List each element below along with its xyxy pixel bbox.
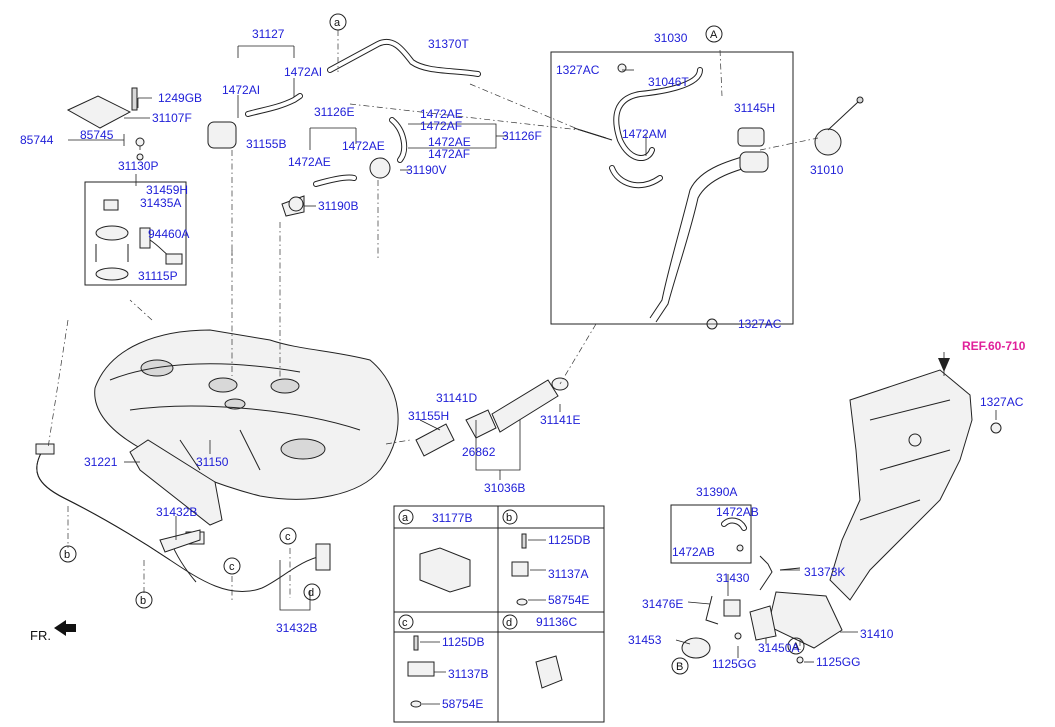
label-31046T: 31046T <box>648 75 689 89</box>
label-31107F: 31107F <box>152 111 192 125</box>
table-c-58754E: 58754E <box>442 697 483 711</box>
label-1125GG-a: 1125GG <box>712 657 756 671</box>
label-1327AC-a: 1327AC <box>556 63 600 77</box>
hose-assembly-box <box>670 504 752 564</box>
label-31476E: 31476E <box>642 597 683 611</box>
label-31155B: 31155B <box>246 137 286 151</box>
label-31459H: 31459H <box>146 183 188 197</box>
label-31130P: 31130P <box>118 159 158 173</box>
label-1327AC-c: 1327AC <box>980 395 1024 409</box>
label-31190V: 31190V <box>406 163 446 177</box>
label-31030: 31030 <box>654 31 688 45</box>
label-1472AF-b: 1472AF <box>428 147 470 161</box>
table-b-31137A: 31137A <box>548 567 588 581</box>
fuel-pump-assembly-box <box>84 181 187 286</box>
label-31410: 31410 <box>860 627 894 641</box>
label-1125GG-b: 1125GG <box>816 655 860 669</box>
label-31432B-a: 31432B <box>156 505 197 519</box>
fuel-pump-module <box>95 199 183 281</box>
callout-b-mid: b <box>140 595 146 607</box>
fuel-filler-assembly-box <box>550 51 794 325</box>
label-31141E: 31141E <box>540 413 580 427</box>
label-1327AC-b: 1327AC <box>738 317 782 331</box>
label-1472AI-b: 1472AI <box>284 65 322 79</box>
label-31126E: 31126E <box>314 105 354 119</box>
table-key-b: b <box>506 512 512 524</box>
label-1472AB-b: 1472AB <box>672 545 715 559</box>
label-31221: 31221 <box>84 455 118 469</box>
label-1472AM: 1472AM <box>622 127 667 141</box>
table-part-91136C: 91136C <box>536 615 577 629</box>
table-key-a: a <box>402 512 409 524</box>
label-1472AE-c: 1472AE <box>288 155 331 169</box>
label-85744: 85744 <box>20 133 54 147</box>
filler-pipe-assembly <box>573 67 769 323</box>
table-key-d: d <box>506 617 512 629</box>
label-31432B-b: 31432B <box>276 621 317 635</box>
label-1472AF-a: 1472AF <box>420 119 462 133</box>
label-1249GB: 1249GB <box>158 91 202 105</box>
body-panel-ref <box>829 369 973 601</box>
part-labels: 31127 1472AI 1472AI 31370T 31030 1327AC … <box>20 27 1026 671</box>
wiring-harness <box>35 443 331 593</box>
reference-dashes <box>47 30 819 650</box>
label-31190B: 31190B <box>318 199 358 213</box>
detail-table: a b c d 31177B 91136C 1125DB 31137A 5875… <box>393 505 605 723</box>
label-31115P: 31115P <box>138 269 178 283</box>
callout-c-mid: c <box>229 561 235 573</box>
table-b-1125DB: 1125DB <box>548 533 590 547</box>
label-1472AB-a: 1472AB <box>716 505 759 519</box>
label-31155H: 31155H <box>408 409 449 423</box>
callout-B-low: B <box>676 661 683 673</box>
label-31036B: 31036B <box>484 481 525 495</box>
top-parts <box>66 63 1002 434</box>
label-31010: 31010 <box>810 163 844 177</box>
label-31150: 31150 <box>196 455 229 469</box>
front-direction-arrow-icon <box>54 620 76 636</box>
heat-shield <box>129 439 223 526</box>
label-31450A: 31450A <box>758 641 799 655</box>
label-1472AE-d: 1472AE <box>342 139 385 153</box>
label-31453: 31453 <box>628 633 662 647</box>
label-31370T: 31370T <box>428 37 469 51</box>
callout-d-lower: d <box>308 587 314 599</box>
callout-A-top: A <box>710 29 718 41</box>
label-31435A: 31435A <box>140 196 181 210</box>
fuel-tank <box>94 329 399 500</box>
callout-A-low: A <box>792 641 800 653</box>
label-1472AE-a: 1472AE <box>420 107 463 121</box>
ref-arrow <box>938 358 950 372</box>
table-c-31137B: 31137B <box>448 667 488 681</box>
filler-neck-pipe <box>415 377 569 457</box>
canister-assembly <box>681 517 843 664</box>
label-85745: 85745 <box>80 128 114 142</box>
callout-markers <box>59 13 805 675</box>
callout-c-lower: c <box>285 531 291 543</box>
table-part-31177B: 31177B <box>432 511 472 525</box>
label-94460A: 94460A <box>148 227 189 241</box>
label-31141D: 31141D <box>436 391 477 405</box>
callout-a-top: a <box>334 17 341 29</box>
table-key-c: c <box>402 617 408 629</box>
label-31127: 31127 <box>252 27 285 41</box>
label-31145H: 31145H <box>734 101 775 115</box>
label-31126F: 31126F <box>502 129 542 143</box>
label-ref-60-710: REF.60-710 <box>962 339 1026 353</box>
table-b-58754E: 58754E <box>548 593 589 607</box>
callout-b-left: b <box>64 549 70 561</box>
label-31430: 31430 <box>716 571 750 585</box>
label-front: FR. <box>30 628 51 643</box>
label-1472AE-b: 1472AE <box>428 135 471 149</box>
upper-hoses <box>245 39 481 187</box>
label-1472AI-a: 1472AI <box>222 83 260 97</box>
table-c-1125DB: 1125DB <box>442 635 484 649</box>
label-26862: 26862 <box>462 445 496 459</box>
label-31390A: 31390A <box>696 485 737 499</box>
label-31373K: 31373K <box>804 565 845 579</box>
